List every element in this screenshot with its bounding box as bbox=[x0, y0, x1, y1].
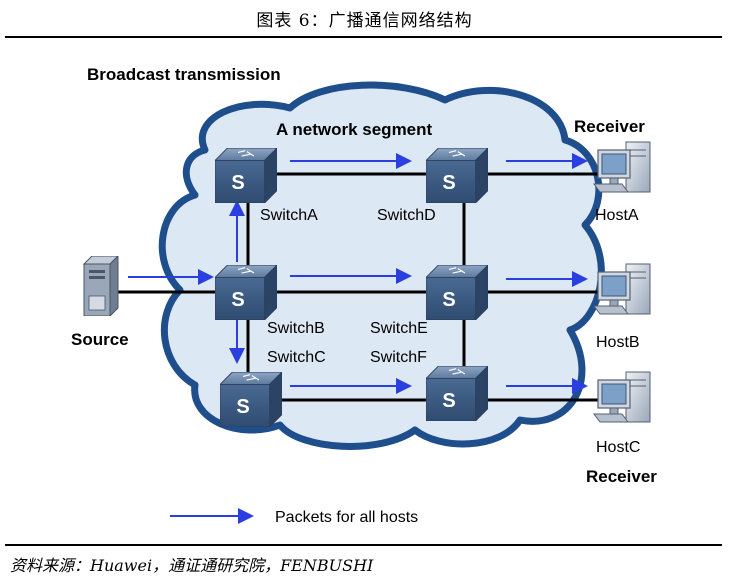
svg-text:S: S bbox=[442, 390, 455, 412]
switch-e: S bbox=[426, 265, 488, 320]
host-b-label: HostB bbox=[596, 334, 640, 351]
switch-c: S bbox=[220, 372, 282, 427]
top-rule bbox=[5, 36, 722, 38]
switch-a-icon bbox=[215, 148, 277, 203]
switch-d: S bbox=[426, 148, 488, 203]
receiver-top-label: Receiver bbox=[574, 117, 645, 136]
host-a-label: HostA bbox=[595, 207, 639, 224]
source-label: Source bbox=[71, 330, 129, 349]
source-note: 资料来源：Huawei，通证通研究院，FENBUSHI bbox=[10, 556, 374, 575]
packet-arrows bbox=[128, 153, 588, 394]
svg-text:S: S bbox=[236, 396, 249, 418]
switch-b-icon bbox=[215, 265, 277, 320]
switch-c-label: SwitchC bbox=[267, 349, 326, 366]
figure-caption: 图表 6：广播通信网络结构 bbox=[256, 11, 473, 31]
switch-b-label: SwitchB bbox=[267, 320, 325, 337]
switch-f-icon bbox=[426, 366, 488, 421]
switch-e-icon bbox=[426, 265, 488, 320]
host-c-label: HostC bbox=[596, 439, 640, 456]
segment-label: A network segment bbox=[276, 120, 433, 139]
switch-c-icon bbox=[220, 372, 282, 427]
svg-text:S: S bbox=[231, 172, 244, 194]
switch-f: S bbox=[426, 366, 488, 421]
host-c-icon bbox=[593, 371, 651, 423]
switch-a: S bbox=[215, 148, 277, 203]
switch-b: S bbox=[215, 265, 277, 320]
svg-text:S: S bbox=[231, 289, 244, 311]
legend: Packets for all hosts bbox=[170, 508, 418, 526]
switch-e-label: SwitchE bbox=[370, 320, 428, 337]
legend-text: Packets for all hosts bbox=[275, 509, 418, 526]
host-a-icon bbox=[593, 141, 651, 193]
source-server-icon bbox=[83, 256, 119, 316]
switch-a-label: SwitchA bbox=[260, 207, 318, 224]
diagram-title: Broadcast transmission bbox=[87, 65, 281, 84]
receiver-bottom-label: Receiver bbox=[586, 467, 657, 486]
switch-f-label: SwitchF bbox=[370, 349, 427, 366]
svg-text:S: S bbox=[442, 172, 455, 194]
switch-d-icon bbox=[426, 148, 488, 203]
host-b-icon bbox=[593, 263, 651, 315]
switch-d-label: SwitchD bbox=[377, 207, 436, 224]
svg-text:S: S bbox=[442, 289, 455, 311]
bottom-rule bbox=[5, 544, 722, 546]
network-links bbox=[118, 172, 600, 402]
